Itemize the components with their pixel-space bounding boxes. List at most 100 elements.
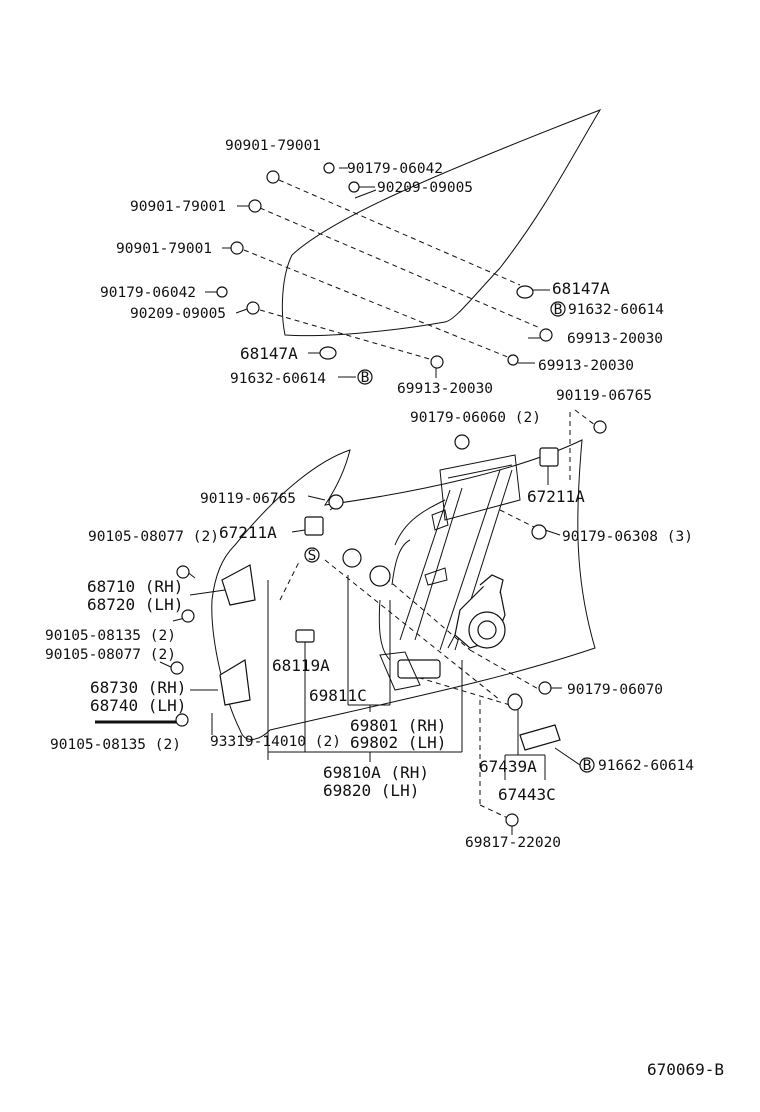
clip-68119a [295,629,315,643]
b-mark-3: B [579,757,595,774]
label-69820: 69820 (LH) [323,781,419,800]
stopper-67211a-b [304,516,324,536]
leader-line [278,179,521,286]
label-69913-20030-c: 69913-20030 [397,381,493,397]
bolt-90105-08077-a [176,565,190,579]
label-68730: 68730 (RH) [90,678,186,697]
leader-line [243,249,511,359]
nut-90179-06070 [538,681,552,695]
leader-line [307,495,326,501]
bolt-90119-06765-a [593,420,607,434]
nut-90179-06308 [531,524,547,540]
label-90105-08135-b: 90105-08135 (2) [50,737,181,753]
leader-line [469,649,541,691]
hinge-68710 [221,564,256,606]
clip-67439a [507,693,523,711]
cushion-90901-79001-c [230,241,244,255]
leader-line [189,589,226,596]
cam-69811c [342,548,362,568]
svg-text:B: B [554,302,563,318]
diagram-code: 670069-B [647,1060,724,1079]
label-68119a: 68119A [272,656,330,675]
bracket-67443c [519,724,561,751]
door-frame-outline [211,439,596,740]
bolt-69913-20030-c [430,355,444,369]
label-69810a: 69810A (RH) [323,763,429,782]
b-mark-1: B [550,301,566,318]
bolt-90105-08135-a [181,609,195,623]
hinge-68730 [219,659,251,706]
label-68720: 68720 (LH) [87,595,183,614]
label-93319: 93319-14010 (2) [210,734,341,750]
label-90119-06765-b: 90119-06765 [200,491,296,507]
leader-line [259,207,541,329]
label-67439a: 67439A [479,757,537,776]
label-90901-79001-c: 90901-79001 [116,241,212,257]
leader-line [324,559,501,701]
washer-90209-09005-a [348,181,360,193]
leader-line [354,189,377,199]
bolt-69913-20030-b [507,354,519,366]
cushion-90901-79001-b [248,199,262,213]
bolt-90105-08135-b [175,713,189,727]
nut-69817-22020 [505,813,519,827]
leader-line [499,509,541,531]
s-mark: S [304,547,320,564]
label-90209-09005-b: 90209-09005 [130,306,226,322]
regulator-motor [447,574,506,649]
label-90209-09005-a: 90209-09005 [377,180,473,196]
label-68740: 68740 (LH) [90,696,186,715]
leader-line [574,409,596,426]
bolt-69913-20030-a [539,328,553,342]
label-90901-79001-b: 90901-79001 [130,199,226,215]
label-69801: 69801 (RH) [350,716,446,735]
label-69913-20030-b: 69913-20030 [538,358,634,374]
label-90179-06308: 90179-06308 (3) [562,529,693,545]
svg-text:B: B [361,370,370,386]
label-69811c: 69811C [309,686,367,705]
label-90901-79001-a: 90901-79001 [225,138,321,154]
leader-line [544,529,561,536]
washer-90209-09005-b [246,301,260,315]
stopper-67211a-a [539,447,559,467]
label-91632-60614-b: 91632-60614 [230,371,326,387]
nut-90179-06042-a [323,162,335,174]
label-68147a-a: 68147A [552,279,610,298]
label-68147a-b: 68147A [240,344,298,363]
label-90179-06042-a: 90179-06042 [347,161,443,177]
svg-text:B: B [583,758,592,774]
label-69913-20030-a: 69913-20030 [567,331,663,347]
leader-line [279,559,301,601]
nut-90179-06060 [454,434,470,450]
door-glass-outline [281,109,602,337]
label-91632-60614-a: 91632-60614 [568,302,664,318]
leader-line [259,309,441,363]
guide-68147a-b [319,346,337,360]
cushion-90901-79001-a [266,170,280,184]
label-90179-06042-b: 90179-06042 [100,285,196,301]
label-90105-08077-a: 90105-08077 (2) [88,529,219,545]
bolt-90119-06765-b [328,494,344,510]
label-91662-60614: 91662-60614 [598,758,694,774]
window-regulator-assembly [369,454,521,691]
b-mark-2: B [357,369,373,386]
label-69817-22020: 69817-22020 [465,835,561,851]
label-90179-06060: 90179-06060 (2) [410,410,541,426]
label-69802: 69802 (LH) [350,733,446,752]
nut-90179-06042-b [216,286,228,298]
label-90119-06765-a: 90119-06765 [556,388,652,404]
label-90105-08077-b: 90105-08077 (2) [45,647,176,663]
label-67211a-b: 67211A [219,523,277,542]
label-68710: 68710 (RH) [87,577,183,596]
leader-line [385,577,471,651]
bolt-90105-08077-b [170,661,184,675]
label-90105-08135-a: 90105-08135 (2) [45,628,176,644]
leader-line [409,674,511,706]
leader-line [554,747,581,766]
svg-text:S: S [308,548,317,564]
label-90179-06070: 90179-06070 [567,682,663,698]
label-67211a-a: 67211A [527,487,585,506]
guide-68147a-a [516,285,534,299]
label-67443c: 67443C [498,785,556,804]
